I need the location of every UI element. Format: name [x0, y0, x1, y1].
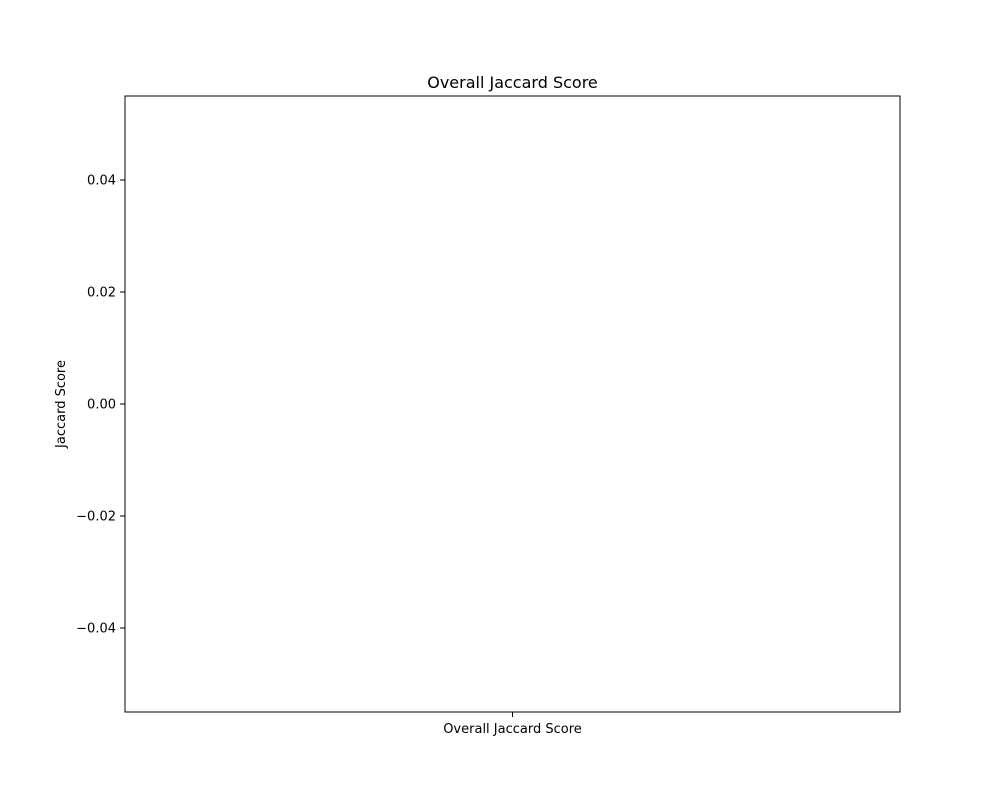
y-tick-label: −0.04: [76, 622, 116, 637]
y-tick-label: 0.04: [87, 174, 116, 189]
y-tick-label: −0.02: [76, 510, 116, 525]
x-ticks: Overall Jaccard Score: [443, 712, 582, 737]
x-tick-label: Overall Jaccard Score: [443, 722, 582, 737]
y-tick-label: 0.02: [87, 286, 116, 301]
y-ticks: −0.04 −0.02 0.00 0.02 0.04: [76, 174, 125, 637]
y-tick-label: 0.00: [87, 398, 116, 413]
chart-title: Overall Jaccard Score: [427, 73, 598, 92]
y-axis-label: Jaccard Score: [54, 360, 69, 449]
